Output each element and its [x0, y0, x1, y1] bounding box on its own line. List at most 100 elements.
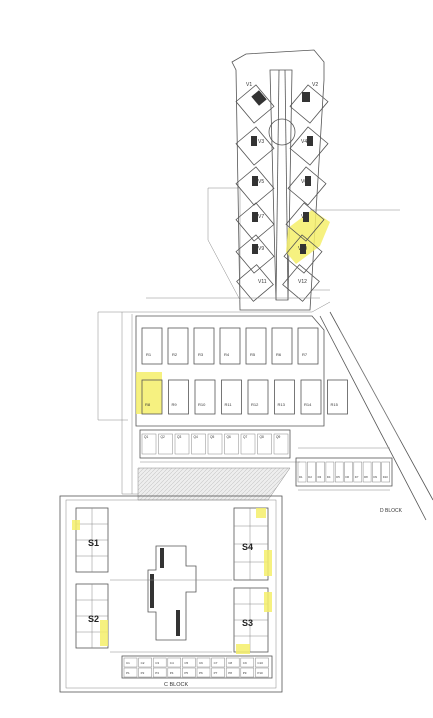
c-unit	[182, 657, 196, 668]
c-unit-label: P3	[155, 671, 159, 675]
d-unit-label: D2	[308, 475, 312, 479]
villa-label: V1	[246, 82, 252, 88]
c-unit	[152, 657, 167, 668]
q-unit	[174, 433, 190, 455]
villa-label: V10	[298, 246, 307, 252]
d-unit-label: D5	[336, 475, 340, 479]
villa-label: V11	[258, 279, 267, 285]
row-house-unit	[221, 379, 242, 415]
row-house-unit	[194, 379, 216, 415]
row-house-unit	[245, 327, 267, 365]
c-unit	[123, 667, 138, 678]
villa-label: V9	[258, 246, 264, 252]
d-unit	[353, 461, 363, 483]
row-house-unit	[168, 379, 189, 415]
d-unit	[297, 461, 307, 483]
q-unit-label: Q4	[194, 435, 198, 439]
villa-label: V3	[258, 139, 264, 145]
row-house-label: R11	[225, 402, 233, 407]
s-block-label: S2	[88, 614, 99, 624]
q-unit	[141, 433, 157, 455]
d-unit-label: D9	[373, 475, 377, 479]
q-unit	[257, 433, 272, 455]
c-unit	[138, 667, 152, 678]
d-unit	[381, 461, 390, 483]
d-unit-label: D4	[327, 475, 331, 479]
d-unit	[372, 461, 381, 483]
d-unit-label: D1	[299, 475, 303, 479]
c-unit-label: P2	[141, 671, 145, 675]
d-unit	[344, 461, 353, 483]
q-unit-label: Q2	[161, 435, 165, 439]
c-unit-label: C6	[199, 661, 203, 665]
q-unit-label: Q9	[276, 435, 280, 439]
d-unit	[362, 461, 372, 483]
villa-label: V4	[301, 139, 307, 145]
row-house-label: R8	[145, 402, 151, 407]
row-house-label: R9	[172, 402, 178, 407]
row-house-highlight	[136, 372, 162, 414]
c-unit	[152, 667, 167, 678]
d-unit-label: D6	[346, 475, 350, 479]
c-unit-label: C4	[170, 661, 174, 665]
d-unit-label: D3	[318, 475, 322, 479]
villa-label: V12	[298, 279, 307, 285]
c-unit	[240, 667, 255, 678]
q-unit-label: Q5	[210, 435, 214, 439]
d-block-label: D BLOCK	[380, 508, 403, 514]
d-unit-label: D8	[364, 475, 368, 479]
q-unit	[207, 433, 223, 455]
row-house-unit	[193, 327, 215, 365]
row-house-label: R10	[198, 402, 206, 407]
villa-label: V7	[258, 214, 264, 220]
row-house-label: R14	[304, 402, 312, 407]
row-house-label: R7	[302, 352, 308, 357]
row-house-label: R13	[278, 402, 286, 407]
row-house-label: R4	[224, 352, 230, 357]
row-house-unit	[274, 379, 295, 415]
villa-label: V2	[312, 82, 318, 88]
c-unit	[123, 657, 138, 668]
c-unit	[225, 657, 240, 668]
d-unit	[316, 461, 325, 483]
row-house-unit	[327, 379, 348, 415]
c-block-label: C BLOCK	[164, 682, 188, 688]
d-unit	[334, 461, 344, 483]
row-house-label: R3	[198, 352, 204, 357]
c-unit-label: P6	[199, 671, 203, 675]
q-unit	[224, 433, 239, 455]
row-house-unit	[219, 327, 241, 365]
c-unit-label: C1	[126, 661, 130, 665]
c-unit-label: P7	[214, 671, 218, 675]
q-unit-label: Q8	[260, 435, 264, 439]
row-house-label: R12	[251, 402, 259, 407]
villa-label: V5	[258, 179, 264, 185]
d-unit-label: D10	[383, 475, 389, 479]
row-house-label: R1	[146, 352, 152, 357]
d-unit-label: D7	[355, 475, 359, 479]
s-block-label: S4	[242, 542, 253, 552]
q-unit	[191, 433, 206, 455]
villa-label: V8	[301, 214, 307, 220]
c-unit-label: C10	[257, 661, 263, 665]
q-unit-label: Q6	[227, 435, 231, 439]
row-house-unit	[300, 379, 322, 415]
c-unit-label: P4	[170, 671, 174, 675]
c-unit	[196, 667, 211, 678]
villa-highlight	[286, 210, 330, 264]
d-unit	[307, 461, 316, 483]
c-unit-label: P10	[257, 671, 263, 675]
row-house-label: R2	[172, 352, 178, 357]
c-unit	[255, 667, 269, 678]
c-unit-label: C8	[228, 661, 232, 665]
row-house-unit	[141, 379, 163, 415]
q-unit-label: Q1	[144, 435, 148, 439]
c-unit	[211, 667, 225, 678]
c-unit	[225, 667, 240, 678]
q-unit-label: Q7	[243, 435, 247, 439]
c-unit	[240, 657, 255, 668]
c-unit	[211, 657, 225, 668]
